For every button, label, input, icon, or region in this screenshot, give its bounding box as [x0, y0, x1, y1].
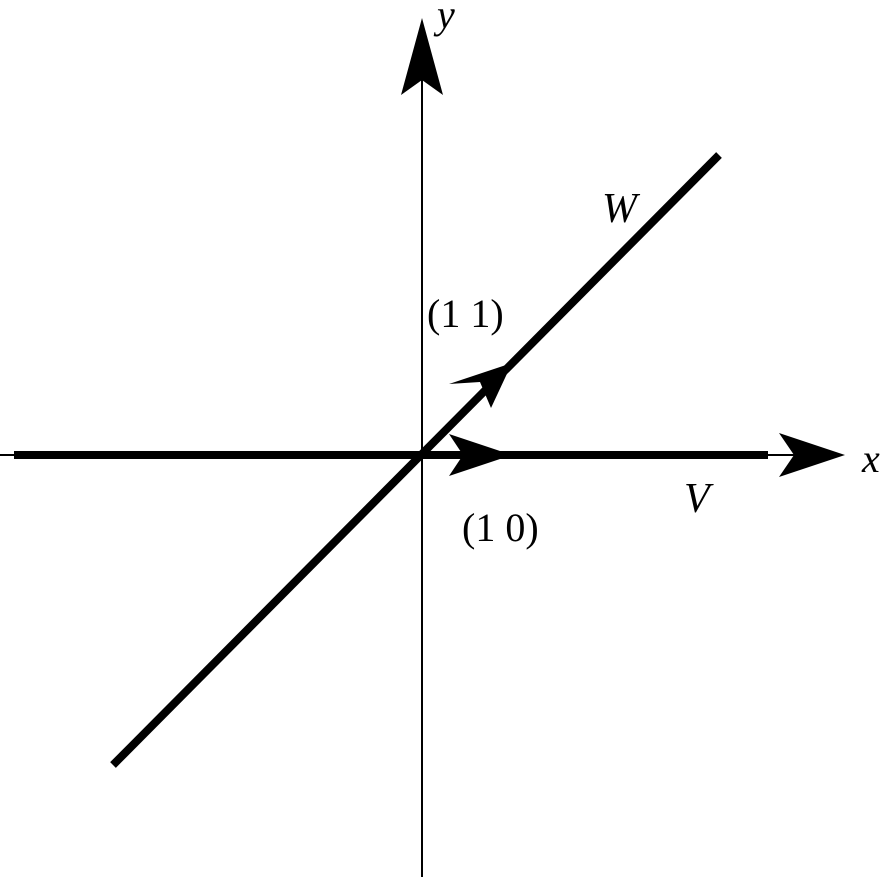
vector-w-label: (1 1) — [427, 291, 504, 336]
x-axis-label: x — [861, 436, 880, 481]
x-axis-arrowhead — [779, 433, 845, 477]
y-axis-arrowhead — [401, 18, 443, 95]
line-v-label: V — [684, 476, 714, 522]
vector-v-label: (1 0) — [462, 505, 539, 550]
vector-v-arrowhead — [449, 434, 512, 476]
y-axis-label: y — [433, 0, 455, 37]
line-w-label: W — [602, 186, 641, 232]
line-w — [110, 152, 722, 768]
vector-w-arrowhead — [449, 363, 512, 408]
